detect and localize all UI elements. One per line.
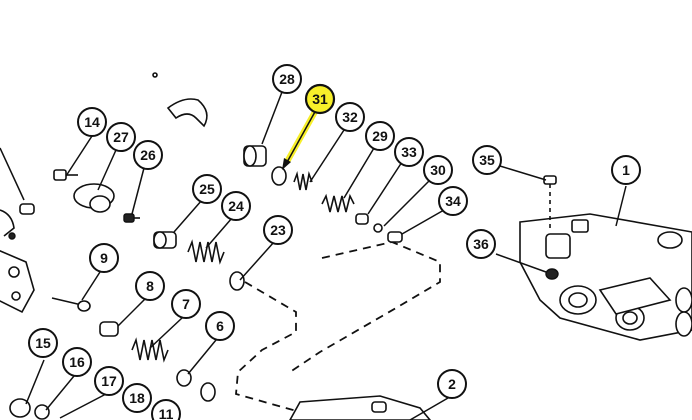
screw-part	[53, 169, 78, 181]
callout-label: 18	[129, 390, 145, 406]
callout-label: 33	[401, 144, 417, 160]
callout-label: 25	[199, 181, 215, 197]
callout-24: 24	[221, 191, 251, 221]
o-ring-part	[200, 382, 216, 402]
callout-11: 11	[151, 399, 181, 420]
lower-valve-body-part	[289, 395, 432, 420]
callout-label: 6	[216, 318, 224, 334]
callout-label: 14	[84, 114, 100, 130]
callout-25: 25	[192, 174, 222, 204]
callout-label: 11	[159, 406, 174, 420]
callout-label: 24	[228, 198, 244, 214]
leader-lines	[0, 91, 627, 420]
washer-part	[229, 271, 245, 291]
callout-6: 6	[205, 311, 235, 341]
spring-part	[321, 193, 355, 213]
callout-label: 35	[479, 152, 495, 168]
callout-17: 17	[94, 366, 124, 396]
callout-label: 36	[473, 236, 489, 252]
nut-part	[9, 398, 31, 418]
ball-part	[373, 223, 383, 233]
callout-2: 2	[437, 369, 467, 399]
callout-30: 30	[423, 155, 453, 185]
left-valve-body-part	[0, 209, 35, 314]
spring-part	[187, 239, 225, 265]
washer-part	[176, 369, 192, 387]
spring-part	[293, 171, 313, 191]
callout-29: 29	[365, 121, 395, 151]
o-ring-part	[271, 166, 287, 186]
callout-33: 33	[394, 137, 424, 167]
callout-1: 1	[611, 155, 641, 185]
poppet-part	[355, 213, 369, 225]
callout-8: 8	[135, 271, 165, 301]
callout-label: 28	[279, 71, 295, 87]
callout-label: 30	[430, 162, 446, 178]
dashed-hose-line	[235, 281, 301, 413]
callout-35: 35	[472, 145, 502, 175]
callout-28: 28	[272, 64, 302, 94]
callout-36: 36	[466, 229, 496, 259]
sleeve-part	[99, 321, 119, 337]
callout-32: 32	[335, 102, 365, 132]
callout-18: 18	[122, 383, 152, 413]
small-ball-part	[152, 72, 158, 78]
callout-label: 15	[35, 335, 51, 351]
callout-label: 8	[146, 278, 154, 294]
callout-34: 34	[438, 186, 468, 216]
small-screw-part	[123, 213, 140, 223]
callout-label: 27	[113, 129, 129, 145]
callout-label: 16	[69, 354, 85, 370]
callout-label: 7	[182, 296, 190, 312]
callout-26: 26	[133, 140, 163, 170]
callout-15: 15	[28, 328, 58, 358]
main-valve-body-part	[519, 213, 692, 341]
pin-part	[51, 297, 91, 312]
nut-part	[545, 268, 559, 280]
callout-16: 16	[62, 347, 92, 377]
seat-part	[387, 231, 403, 243]
callout-label: 34	[445, 193, 461, 209]
callout-label: 26	[140, 147, 156, 163]
washer-part	[34, 404, 50, 420]
plug-part	[153, 231, 177, 249]
cap-part	[73, 183, 115, 213]
callout-27: 27	[106, 122, 136, 152]
callout-23: 23	[263, 215, 293, 245]
clip-part	[166, 98, 208, 128]
callout-label: 23	[270, 222, 286, 238]
bolt-part	[8, 203, 35, 240]
callout-7: 7	[171, 289, 201, 319]
callout-label: 1	[622, 162, 630, 178]
dashed-hose-line	[289, 241, 441, 373]
callout-9: 9	[89, 243, 119, 273]
callout-31-highlighted: 31	[304, 83, 336, 115]
callout-14: 14	[77, 107, 107, 137]
callout-label: 31	[312, 91, 328, 107]
callout-label: 32	[342, 109, 358, 125]
callout-label: 9	[100, 250, 108, 266]
callout-label: 29	[372, 128, 388, 144]
spring-part	[131, 337, 169, 363]
callout-label: 17	[101, 373, 117, 389]
callout-label: 2	[448, 376, 456, 392]
cap-nut-part	[243, 145, 267, 167]
